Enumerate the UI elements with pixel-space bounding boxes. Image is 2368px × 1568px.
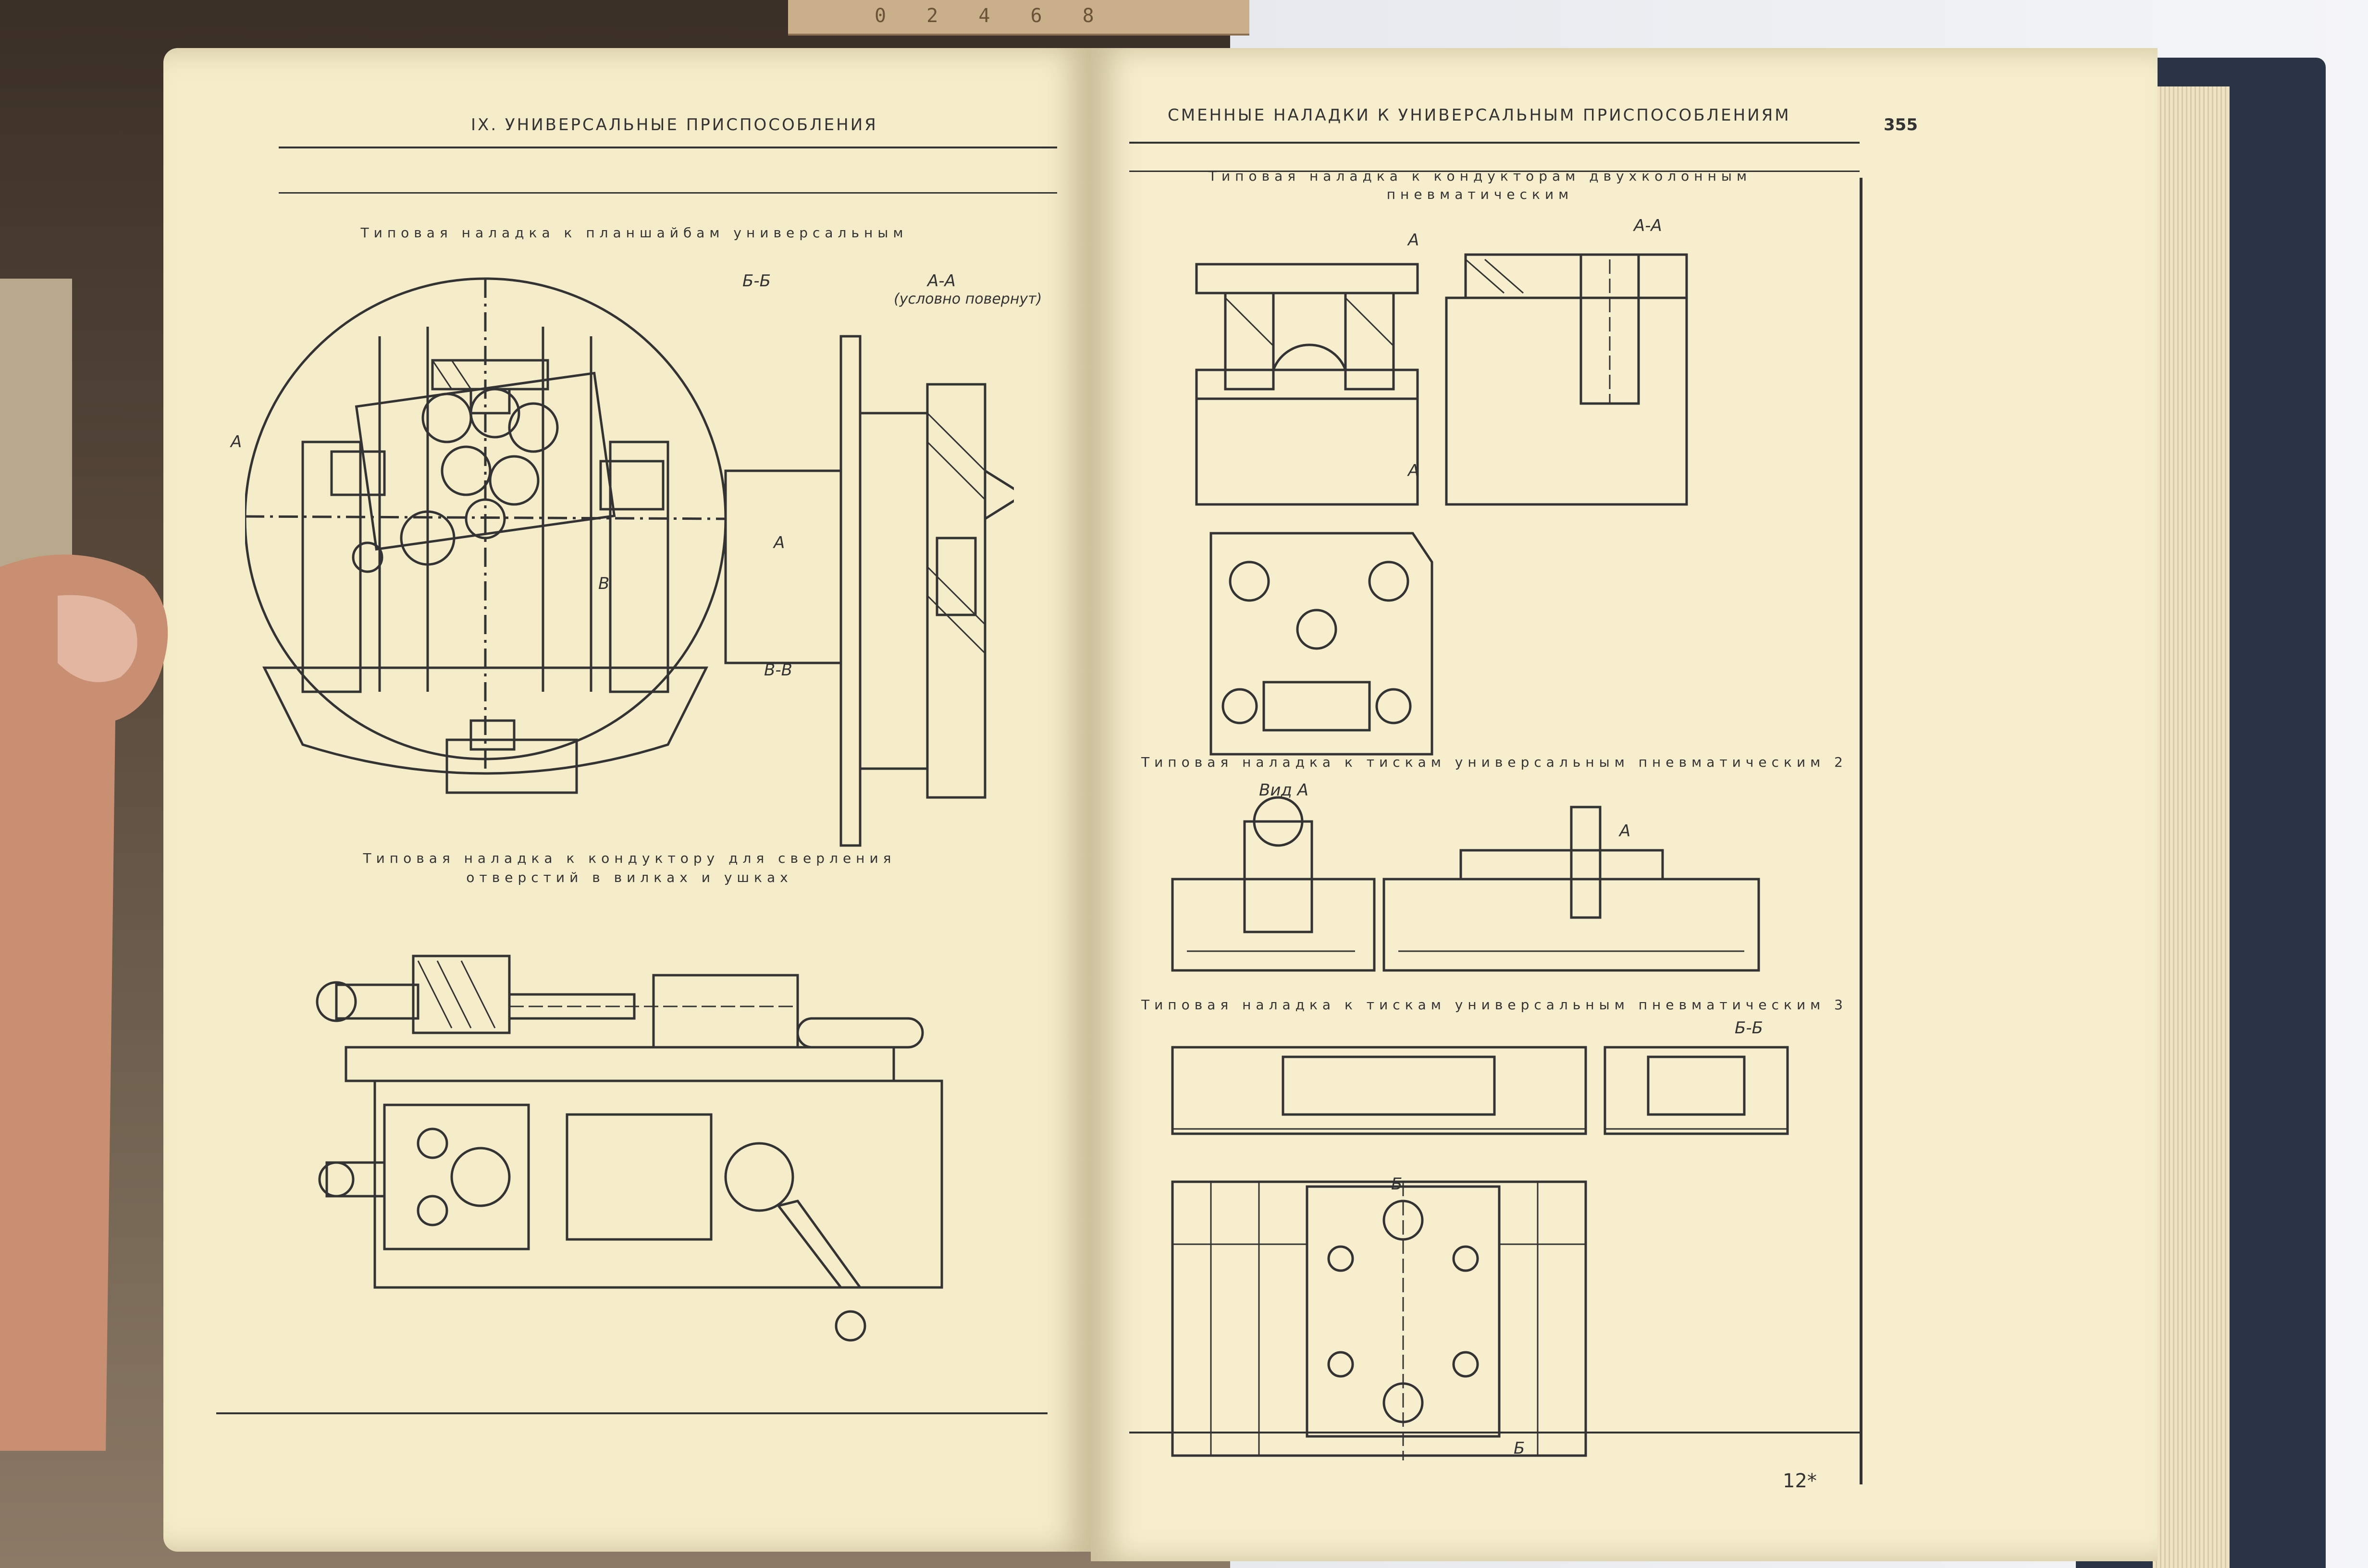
left-page: IX. УНИВЕРСАЛЬНЫЕ ПРИСПОСОБЛЕНИЯ Типовая…	[163, 48, 1091, 1552]
marker-b-bottom: Б	[1514, 1439, 1525, 1458]
section-label-aa: А-А	[927, 271, 956, 291]
section-label-bb: Б-Б	[742, 271, 771, 291]
two-column-jig-drawing	[1195, 253, 1688, 756]
header-rule	[279, 147, 1057, 148]
faceplate-drawing	[245, 277, 1014, 847]
marker-a-left: А	[231, 432, 242, 452]
footer-rule	[216, 1412, 1048, 1414]
page-number: 355	[1884, 115, 1918, 135]
drill-jig-drawing	[316, 955, 943, 1342]
ruler-markings: 0 2 4 6 8	[875, 5, 1109, 27]
figure-caption: Типовая наладка к кондукторам двухколонн…	[1208, 168, 1752, 184]
section-label-aa: А-А	[1634, 216, 1662, 235]
footer-rule	[1129, 1432, 1860, 1433]
right-page: СМЕННЫЕ НАЛАДКИ К УНИВЕРСАЛЬНЫМ ПРИСПОСО…	[1091, 48, 2158, 1561]
figure-caption-3: Типовая наладка к тискам универсальным п…	[1141, 997, 1848, 1013]
header-rule	[1129, 142, 1860, 144]
section-label-vv: В-В	[764, 661, 792, 680]
marker-a: А	[1619, 821, 1631, 841]
section-label-bb: Б-Б	[1735, 1018, 1763, 1038]
page-frame-right	[1860, 178, 1862, 1484]
figure-caption: Типовая наладка к планшайбам универсальн…	[360, 225, 908, 241]
ruler: 0 2 4 6 8	[788, 0, 1249, 36]
figure-caption-2-line2: отверстий в вилках и ушках	[466, 870, 793, 885]
marker-a-bottom: А	[1408, 461, 1419, 480]
figure-caption-line2: пневматическим	[1386, 186, 1574, 202]
header-rule-2	[1129, 171, 1860, 172]
pneumatic-vise-drawing-2	[1171, 796, 1760, 972]
marker-v: В	[598, 574, 610, 593]
marker-a-right: А	[774, 533, 785, 552]
left-page-header: IX. УНИВЕРСАЛЬНЫЕ ПРИСПОСОБЛЕНИЯ	[471, 115, 878, 135]
figure-caption-2-line1: Типовая наладка к кондуктору для сверлен…	[363, 850, 896, 866]
signature-mark: 12*	[1783, 1470, 1817, 1492]
section-note: (условно повернут)	[894, 291, 1042, 307]
pneumatic-vise-drawing-3	[1171, 1046, 1789, 1460]
open-book: IX. УНИВЕРСАЛЬНЫЕ ПРИСПОСОБЛЕНИЯ Типовая…	[163, 48, 2326, 1568]
figure-caption-2: Типовая наладка к тискам универсальным п…	[1141, 754, 1848, 770]
header-rule-2	[279, 192, 1057, 194]
right-page-header: СМЕННЫЕ НАЛАДКИ К УНИВЕРСАЛЬНЫМ ПРИСПОСО…	[1168, 106, 1791, 125]
marker-a-top: А	[1408, 231, 1419, 250]
view-label: Вид А	[1259, 781, 1308, 800]
hand-thumb	[0, 554, 168, 1451]
marker-b-top: Б	[1391, 1175, 1403, 1194]
page-edges	[2153, 86, 2230, 1568]
